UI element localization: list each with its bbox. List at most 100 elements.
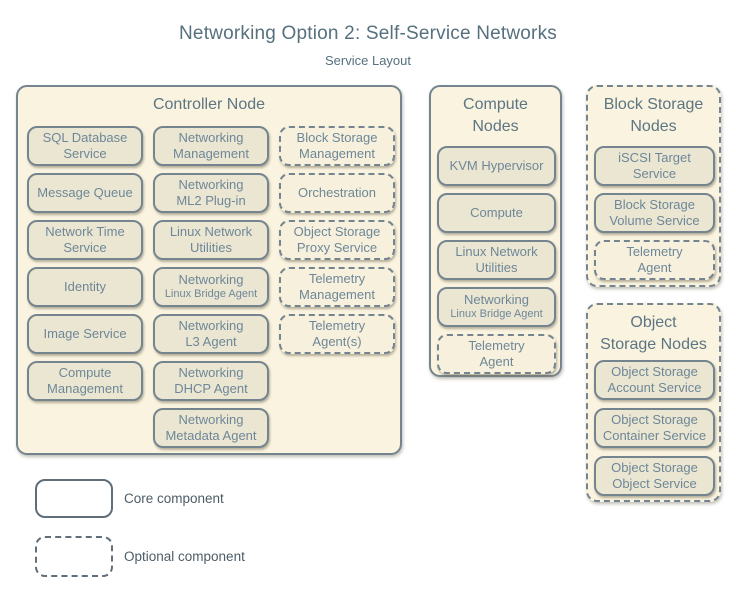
service-box: Message Queue <box>27 173 143 213</box>
service-label-line: Management <box>299 146 375 161</box>
service-label-line: Management <box>173 146 249 161</box>
service-box: Image Service <box>27 314 143 354</box>
service-label-line: Telemetry <box>468 338 525 354</box>
service-label-line: Container Service <box>602 428 707 443</box>
service-label-line: Orchestration <box>297 185 377 201</box>
service-label-line: Account Service <box>607 380 702 395</box>
object-storage-nodes-title: Object Storage Nodes <box>600 314 707 354</box>
service-label-line: Identity <box>64 279 106 295</box>
service-label-line: Compute <box>58 365 112 381</box>
service-label-line: Message Queue <box>37 185 133 201</box>
service-label-line: Networking <box>178 130 244 146</box>
service-label-line: Block Storage <box>614 197 695 213</box>
service-label-line: Object Storage <box>611 364 698 380</box>
service-box: Compute <box>437 193 556 233</box>
compute-nodes-title: Compute Nodes <box>463 96 528 136</box>
service-label-line: Block Storage <box>296 130 378 146</box>
service-label-line: Service <box>63 146 107 161</box>
service-label-line: Service <box>632 166 677 181</box>
service-label-line: Compute <box>470 205 523 221</box>
optional-component-label: Optional component <box>124 549 245 564</box>
service-label-line: Agent <box>637 260 672 275</box>
service-label-line: Object Storage <box>611 460 698 476</box>
service-label-line: Agent(s) <box>312 334 362 349</box>
service-label-line: Networking <box>178 272 244 288</box>
service-label-line: Linux Network <box>455 244 538 260</box>
service-box: Orchestration <box>279 173 395 213</box>
controller-node-title: Controller Node <box>152 96 266 113</box>
service-label-line: Object Service <box>612 476 697 491</box>
service-label-line: Object Storage <box>611 412 698 428</box>
service-label-line: Telemetry <box>626 244 683 260</box>
service-label-line: Proxy Service <box>296 240 378 255</box>
diagram-title: Networking Option 2: Self-Service Networ… <box>179 23 557 44</box>
diagram-subtitle: Service Layout <box>325 53 411 68</box>
service-label-line: Networking <box>463 292 530 308</box>
service-label-line: Linux Bridge Agent <box>164 288 258 301</box>
service-label-line: Service <box>63 240 107 255</box>
service-label-line: Metadata Agent <box>165 428 257 443</box>
legend-optional-row: Optional component <box>35 536 245 577</box>
service-label-line: Linux Network <box>169 224 253 240</box>
service-label-line: L3 Agent <box>185 334 237 349</box>
core-component-label: Core component <box>124 491 224 506</box>
service-label-line: Image Service <box>43 326 127 342</box>
optional-component-swatch <box>35 536 113 577</box>
service-label-line: Linux Bridge Agent <box>450 308 543 321</box>
service-label-line: Networking <box>178 365 244 381</box>
service-label-line: Telemetry <box>308 271 366 287</box>
service-label-line: Management <box>299 287 375 302</box>
service-label-line: Telemetry <box>308 318 366 334</box>
service-label-line: Management <box>47 381 123 396</box>
service-label-line: Networking <box>178 177 244 193</box>
block-storage-nodes-title: Block Storage Nodes <box>603 96 704 136</box>
service-label-line: DHCP Agent <box>174 381 248 396</box>
service-label-line: Volume Service <box>609 213 700 228</box>
service-label-line: SQL Database <box>42 130 128 146</box>
legend-core-row: Core component <box>35 479 224 518</box>
service-label-line: Network Time <box>45 224 125 240</box>
service-label-line: iSCSI Target <box>618 150 691 166</box>
service-label-line: Networking <box>178 412 244 428</box>
core-component-swatch <box>35 479 113 518</box>
service-label-line: Agent <box>479 354 514 369</box>
service-label-line: KVM Hypervisor <box>449 158 544 174</box>
service-box: KVM Hypervisor <box>437 146 556 186</box>
service-label-line: Utilities <box>190 240 232 255</box>
service-label-line: ML2 Plug-in <box>176 193 246 208</box>
service-box: Identity <box>27 267 143 307</box>
